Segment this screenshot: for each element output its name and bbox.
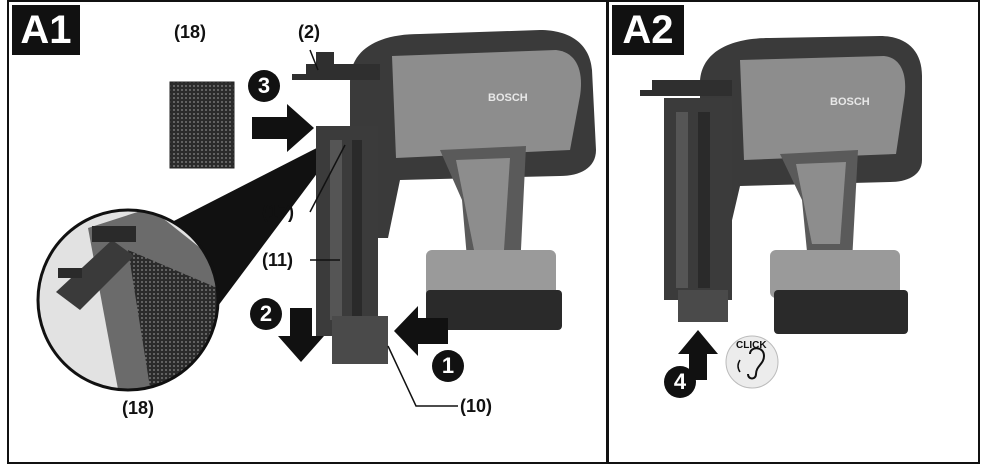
panel-a2-frame [607,0,980,464]
callout-17: (17) [262,202,295,222]
callout-18-detail: (18) [122,398,155,418]
step-3: 3 [248,70,280,102]
click-ear-icon [725,335,779,389]
zoom-wedge [168,132,348,306]
callout-10: (10) [460,396,493,416]
callout-11: (11) [262,250,294,270]
step-4: 4 [664,366,696,398]
callout-2: (2) [298,22,320,42]
insert-arrow [252,104,314,152]
panel-badge-a2: A2 [612,5,684,55]
tool-logo-a2: BOSCH [830,96,870,108]
arrow-up [678,330,718,380]
filter-patch [169,81,235,169]
nailer-a2 [640,36,922,334]
panel-badge-a1: A1 [12,5,80,55]
step-2: 2 [250,298,282,330]
tool-logo-a1: BOSCH [488,92,528,104]
step-1: 1 [432,350,464,382]
arrow-left [394,306,448,356]
arrow-down [278,308,324,362]
callout-18-patch: (18) [174,22,207,42]
nailer-a1 [292,30,596,364]
click-label: CLICK [736,340,767,351]
detail-view [38,210,218,390]
